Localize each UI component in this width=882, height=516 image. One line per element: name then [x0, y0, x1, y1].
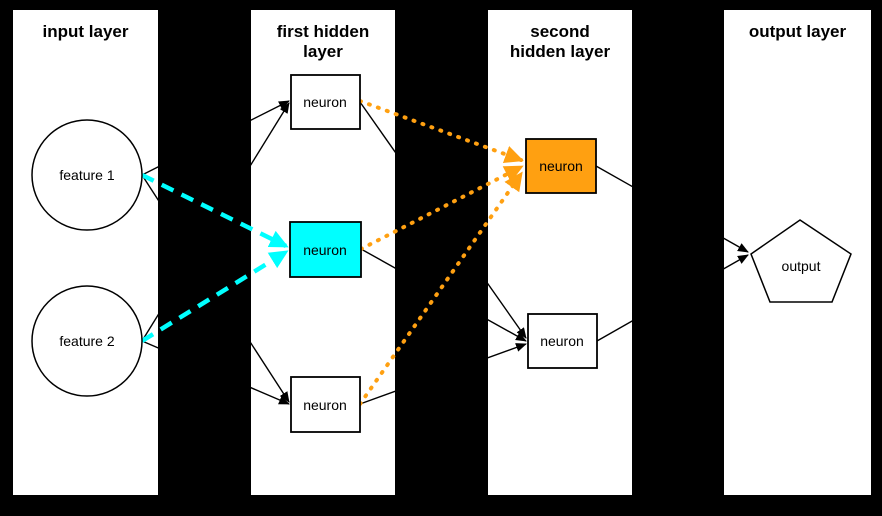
panel-first-hidden-layer: first hidden layer [251, 10, 395, 495]
edges-black [141, 100, 749, 405]
second-hidden-layer-title: second hidden layer [509, 22, 611, 61]
panel-output-layer: output layer [724, 10, 871, 495]
first-hidden-layer-title: first hidden layer [276, 22, 370, 61]
input-layer-title: input layer [42, 22, 129, 41]
panel-input-layer: input layer [13, 10, 158, 495]
output-layer-title: output layer [748, 22, 847, 41]
panel-second-hidden-layer: second hidden layer [488, 10, 632, 495]
